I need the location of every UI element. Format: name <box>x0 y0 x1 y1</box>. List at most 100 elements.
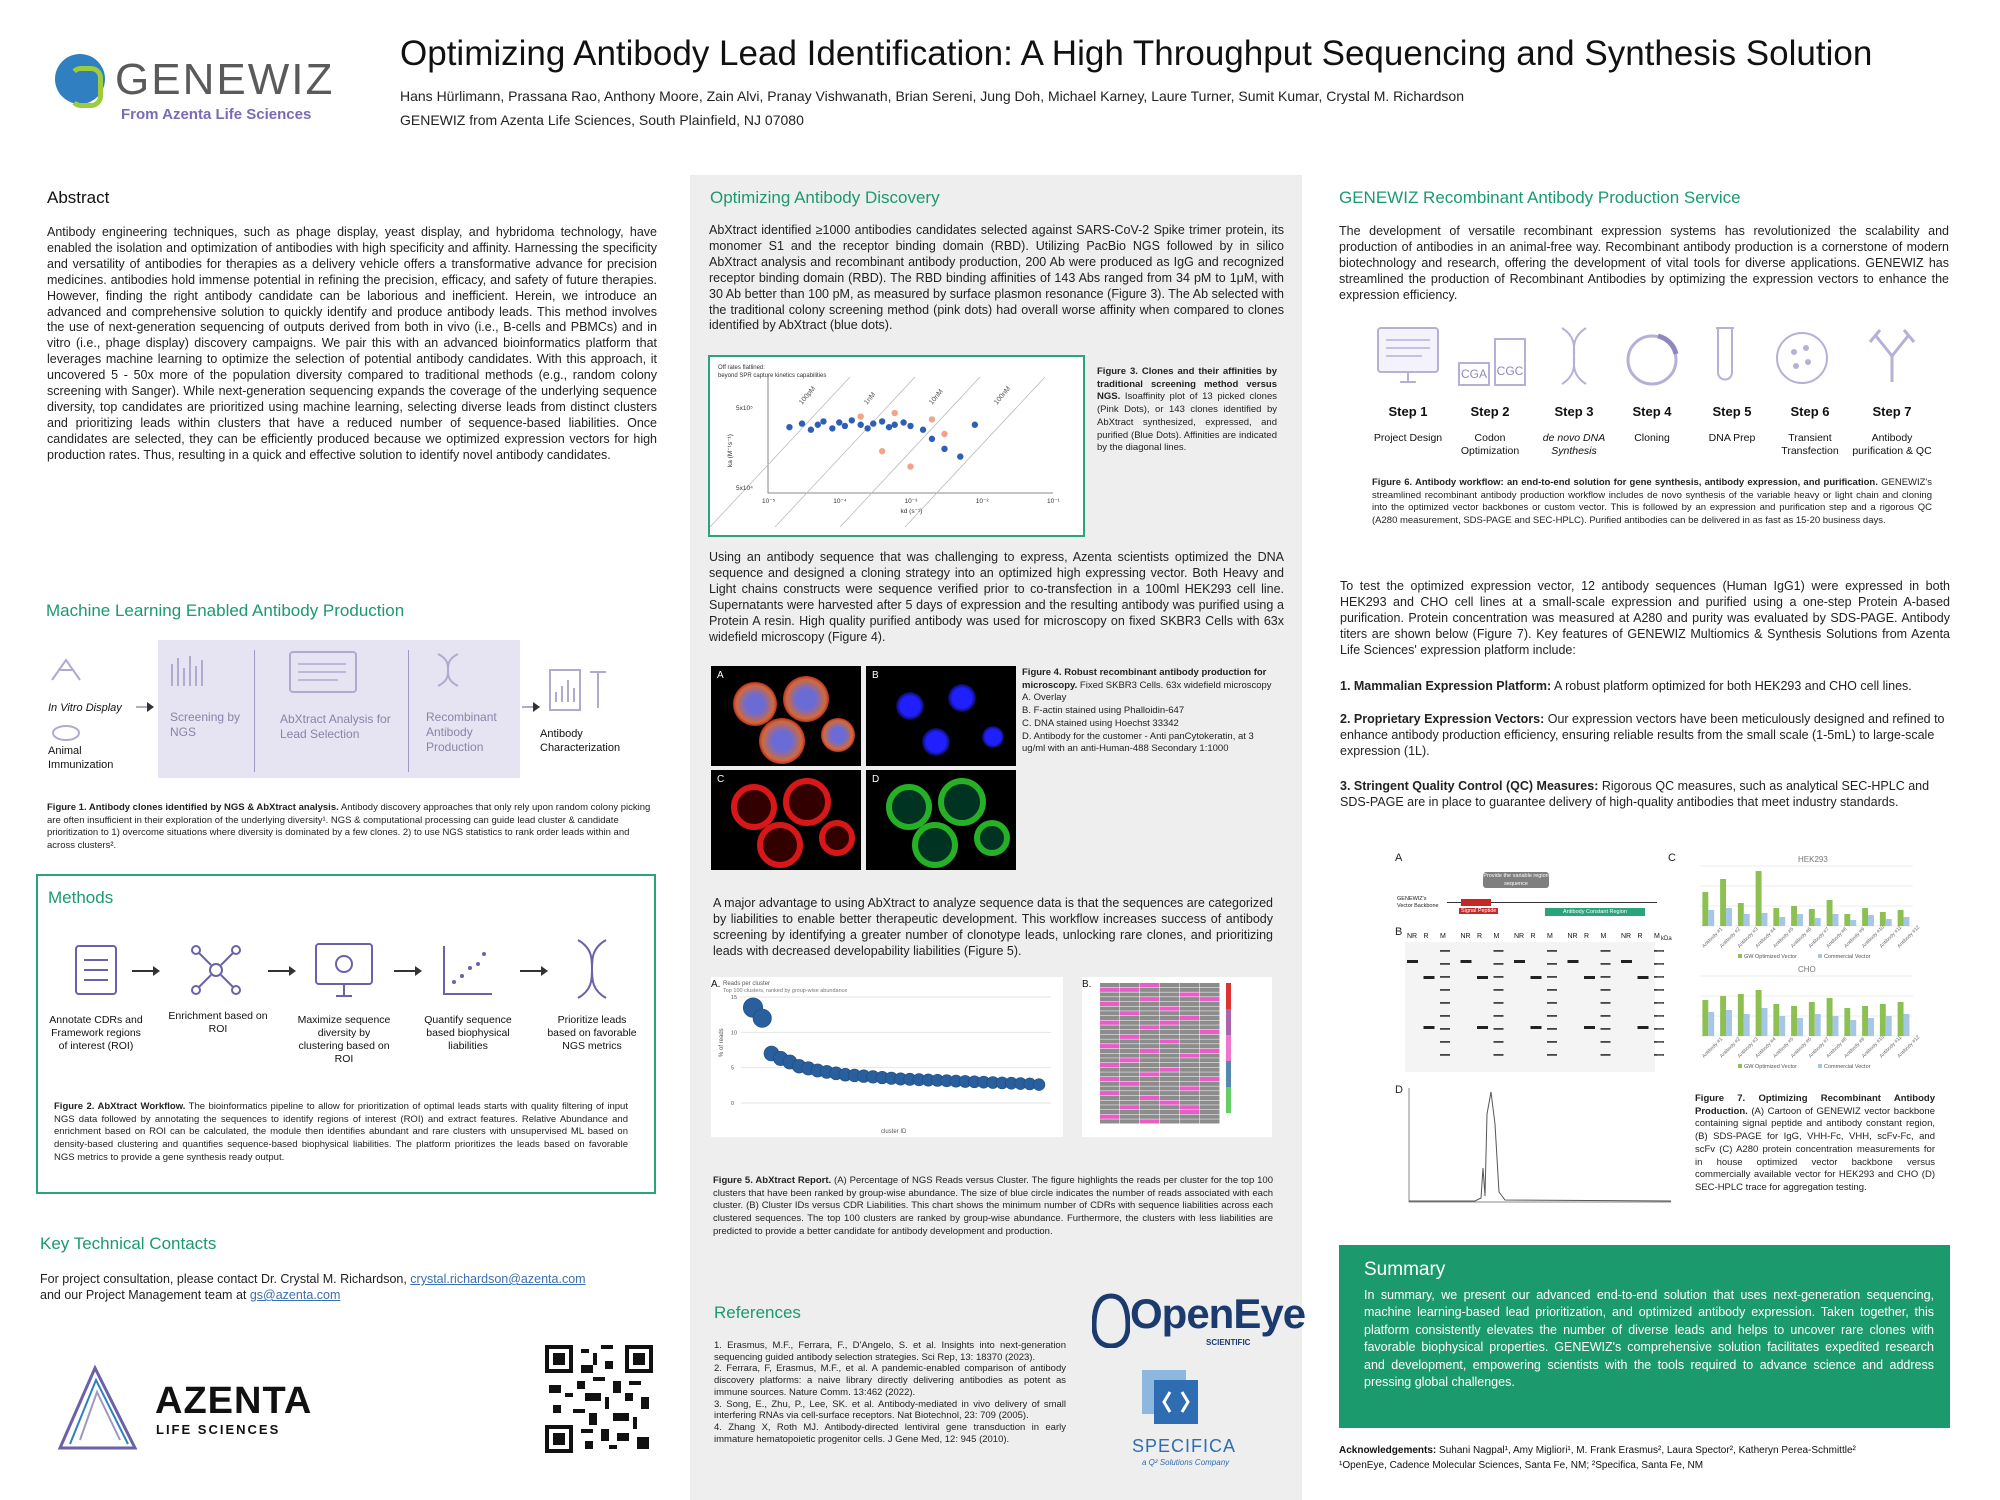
wf-divider-2 <box>408 650 409 772</box>
fig3-xtick: 10⁻⁴ <box>833 498 847 505</box>
fig7b-ladder-band <box>1440 1002 1450 1004</box>
fig7c-bar <box>1879 1004 1886 1036</box>
fig7b-ladder-band <box>1547 1041 1557 1043</box>
fig7b-lane-label: NR <box>1407 933 1417 940</box>
fig5b-heatmap-cell <box>1160 1081 1180 1086</box>
fig5b-heatmap-cell <box>1160 1048 1180 1053</box>
references-list: 1. Erasmus, M.F., Ferrara, F., D'Angelo,… <box>714 1340 1066 1445</box>
fig7c-bar <box>1720 879 1727 926</box>
azenta-logo-text: AZENTA <box>155 1380 313 1422</box>
fig5b-heatmap-cell <box>1180 1119 1200 1124</box>
feature-3-text: Rigorous QC measures, such as analytical… <box>1340 779 1930 809</box>
cell-icon <box>1776 332 1828 384</box>
fig5b-heatmap-cell <box>1140 1030 1160 1035</box>
fig5b-heatmap-cell <box>1180 992 1200 997</box>
fig5b-heatmap-cell <box>1120 1044 1140 1049</box>
fig3-caption: Figure 3. Clones and their affinities by… <box>1097 366 1277 455</box>
fig5b-heatmap-cell <box>1180 1058 1200 1063</box>
fig3-point <box>928 416 936 423</box>
fig5b-colorbar <box>1226 1009 1231 1035</box>
fig5b-heatmap-cell <box>1100 1119 1120 1124</box>
fig4-panel-c: C <box>711 770 861 870</box>
fig5b-heatmap-cell <box>1100 1039 1120 1044</box>
fig3-ytick-top: 5x10⁵ <box>736 405 753 412</box>
fig7b-sample-band <box>1567 960 1579 963</box>
fig7c-bar <box>1779 917 1786 926</box>
fig5b-heatmap-cell <box>1100 1067 1120 1072</box>
fig5a-ytick: 15 <box>731 995 737 1001</box>
fig5b-heatmap-cell <box>1180 1001 1200 1006</box>
email-link-gs[interactable]: gs@azenta.com <box>249 1288 341 1302</box>
fig3-point <box>814 421 822 428</box>
cell <box>757 822 803 868</box>
fig7c-bar <box>1755 990 1762 1036</box>
qr-code[interactable] <box>545 1345 653 1453</box>
fig3-point <box>919 426 927 433</box>
fig5b-heatmap-cell <box>1100 1011 1120 1016</box>
fig3-point <box>829 425 836 432</box>
fig7b-ladder-band <box>1493 1015 1504 1017</box>
cell <box>759 718 805 764</box>
fig5b-heatmap-cell <box>1120 1072 1140 1077</box>
fig7d-label: D <box>1395 1084 1403 1096</box>
fig7c-bar <box>1702 1000 1709 1036</box>
fig3-diag-label: 1nM <box>863 391 877 406</box>
fig7b-sample-band <box>1584 1026 1595 1029</box>
in-vitro-label: In Vitro Display <box>48 702 122 714</box>
fig7c-bar <box>1868 915 1874 926</box>
fig5b-heatmap-cell <box>1160 1091 1180 1096</box>
fig5b-heatmap-cell <box>1100 987 1120 992</box>
fig7c-bar <box>1702 892 1709 926</box>
fig5b-heatmap-cell <box>1120 1048 1140 1053</box>
step-2-desc: Codon Optimization <box>1460 432 1520 457</box>
fig3-isoaffinity-line <box>774 376 916 528</box>
ml-section-heading: Machine Learning Enabled Antibody Produc… <box>46 601 405 620</box>
fig5b-heatmap-cell <box>1180 1100 1200 1105</box>
step-7-name: Step 7 <box>1872 404 1912 419</box>
fig5b-heatmap-cell <box>1140 1001 1160 1006</box>
methods-arrow-4 <box>520 966 548 976</box>
fig3-ytick-bottom: 5x10⁴ <box>736 485 753 492</box>
fig5b-heatmap-cell <box>1160 997 1180 1002</box>
fig7c-bar <box>1903 917 1910 926</box>
step-4-desc: Cloning <box>1634 432 1670 444</box>
fig7b-sample-band <box>1423 1026 1435 1029</box>
email-link-crystal[interactable]: crystal.richardson@azenta.com <box>410 1272 586 1286</box>
fig5b-heatmap-cell <box>1200 1058 1220 1063</box>
fig5b-heatmap-cell <box>1160 1006 1180 1011</box>
fig7b-lane-label: M <box>1601 933 1607 940</box>
fig7b-ladder-band <box>1440 1028 1450 1030</box>
fig7b-ladder-band <box>1493 976 1504 978</box>
fig5b-heatmap-cell <box>1200 1025 1220 1030</box>
fig5b-heatmap-cell <box>1140 1119 1160 1124</box>
fig7b-lane-label: R <box>1477 933 1482 940</box>
fig7b-sample-band <box>1514 960 1525 963</box>
fig5b-heatmap-cell <box>1200 1034 1220 1039</box>
fig3-point <box>857 413 864 420</box>
fig5b-heatmap-cell <box>1100 983 1120 988</box>
fig5b-heatmap-cell <box>1100 1006 1120 1011</box>
fig5b-heatmap-cell <box>1140 1011 1160 1016</box>
fig5b-heatmap-cell <box>1160 1095 1180 1100</box>
fig3-point <box>878 448 886 455</box>
fig1-caption-text: Antibody discovery approaches that only … <box>47 802 651 852</box>
codon-box-b: CGC <box>1494 338 1526 386</box>
fig5b-heatmap-cell <box>1200 1072 1220 1077</box>
fig5b-heatmap-cell <box>1120 1095 1140 1100</box>
fig5b-figure: B. <box>1082 977 1272 1137</box>
fig5b-liabilities-heatmap: B. <box>1082 979 1231 1124</box>
fig7c-bar <box>1897 910 1904 926</box>
fig7c-bar <box>1814 918 1821 926</box>
methods-step-2: Enrichment based on ROI <box>168 1010 268 1035</box>
feature-2: 2. Proprietary Expression Vectors: Our e… <box>1340 711 1950 759</box>
fig5b-heatmap-cell <box>1180 1077 1200 1082</box>
fig3-point <box>885 423 893 431</box>
fig5b-heatmap-cell <box>1160 992 1180 997</box>
step-1-name: Step 1 <box>1388 404 1428 419</box>
fig3-point <box>891 409 898 417</box>
fig5b-heatmap-cell <box>1120 987 1140 992</box>
fig7c-bar <box>1826 900 1833 926</box>
fig5b-heatmap-cell <box>1200 1001 1220 1006</box>
